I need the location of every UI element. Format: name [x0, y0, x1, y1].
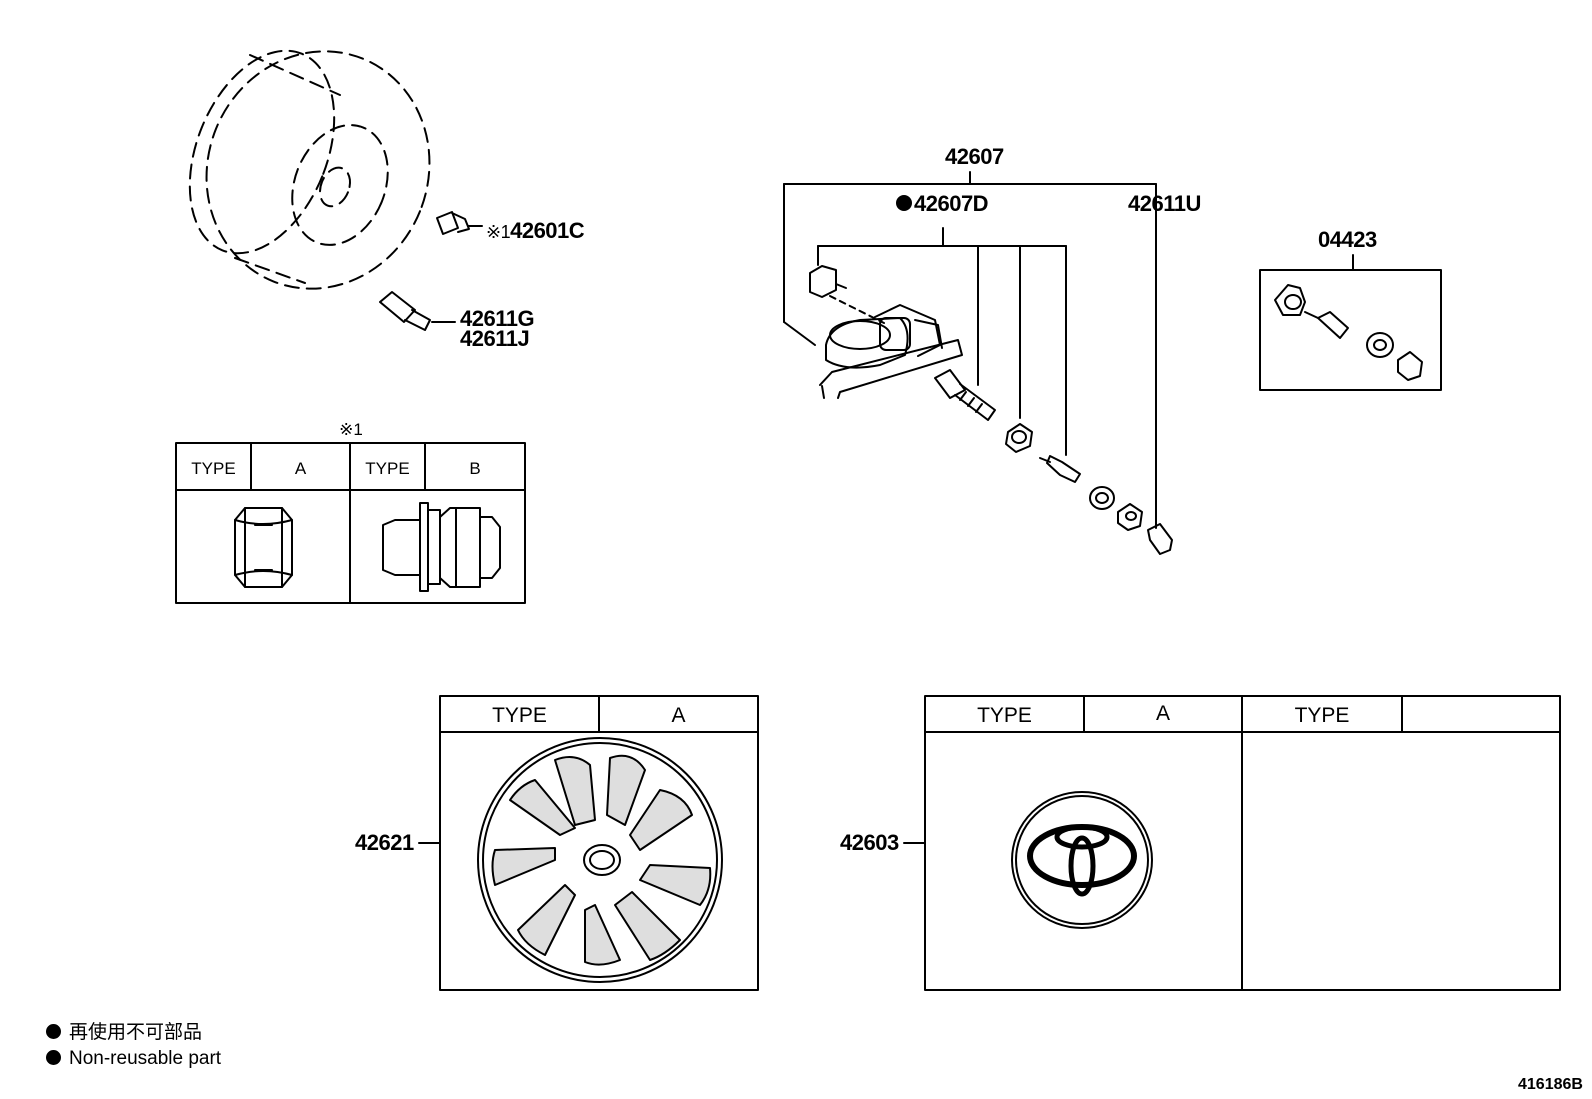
kit-parts-icon [1274, 284, 1423, 381]
part-number-42607[interactable]: 42607 [945, 144, 1004, 169]
part-number-42621[interactable]: 42621 [355, 830, 414, 855]
ornament-type-label: TYPE [977, 704, 1032, 727]
legend-dot-icon [46, 1050, 61, 1065]
note-mark: ※1 [486, 222, 511, 242]
valve-core-icon [1039, 455, 1081, 483]
figure-reference: 416186B [1518, 1076, 1583, 1093]
part-number-42611j[interactable]: 42611J [460, 326, 530, 351]
part-number-42611u[interactable]: 42611U [1128, 191, 1201, 216]
part-number-42601c[interactable]: ※142601C [486, 218, 585, 243]
legend-dot-icon [46, 1024, 61, 1039]
tpms-sensor-icon [809, 265, 963, 399]
spare-wheel-icon [188, 49, 431, 290]
nut-table-type-b: B [469, 459, 481, 478]
nut-table-type-label-b: TYPE [365, 459, 410, 478]
part-number-42607d-text: 42607D [914, 191, 989, 216]
ornament-type-label-2: TYPE [1294, 704, 1350, 727]
nut-table-type-label-a: TYPE [191, 459, 236, 478]
legend-text-2: Non-reusable part [69, 1048, 222, 1069]
part-number-04423[interactable]: 04423 [1318, 227, 1377, 252]
legend-text-1: 再使用不可部品 [69, 1022, 203, 1043]
nut-type-a-icon [234, 507, 293, 588]
part-number-42603[interactable]: 42603 [840, 830, 899, 855]
nut-table-type-a: A [294, 459, 307, 478]
sensor-valve-stem-icon [934, 369, 996, 421]
valve-stem-icon [379, 291, 456, 331]
repair-kit-box [1259, 254, 1442, 391]
wheel-cap-type-a: A [671, 704, 686, 727]
legend-line-1: 再使用不可部品 [46, 1023, 202, 1042]
legend-line-2: Non-reusable part [46, 1049, 221, 1068]
part-number-42611g[interactable]: 42611G [460, 306, 535, 331]
valve-cap-icon [1147, 523, 1173, 555]
wheel-cap-icon [477, 737, 723, 983]
assembly-leader-lines [783, 171, 1157, 529]
part-number-42607d[interactable]: 42607D [896, 191, 989, 216]
nut-type-b-icon [382, 502, 501, 592]
toyota-emblem-icon [1011, 791, 1153, 929]
part-number-42601c-text: 42601C [510, 218, 585, 243]
grommet-icon [1089, 486, 1115, 510]
ornament-type-a: A [1155, 702, 1170, 725]
hub-nut-icon [436, 211, 483, 235]
wheel-cap-table [418, 695, 759, 991]
nut-type-table [175, 442, 526, 604]
nut-table-note: ※1 [339, 420, 363, 439]
wheel-cap-type-label: TYPE [492, 704, 547, 727]
non-reusable-dot-icon [896, 195, 912, 211]
ornament-table [903, 695, 1561, 991]
sensor-nut-icon [1005, 423, 1033, 453]
washer-nut-icon [1117, 503, 1143, 531]
